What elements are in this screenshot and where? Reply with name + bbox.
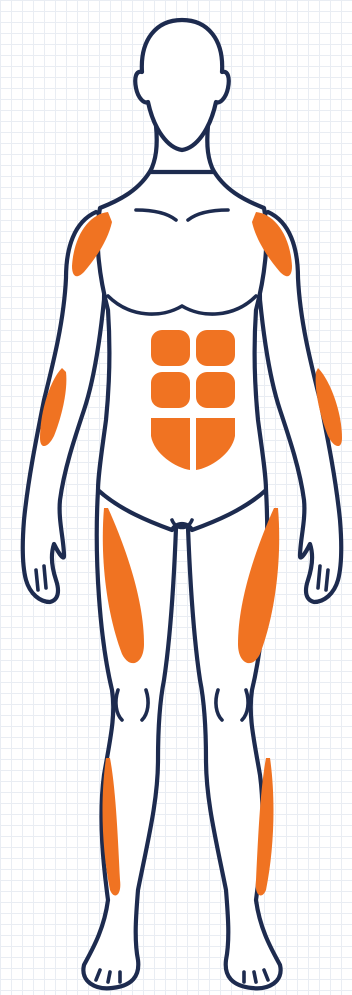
abs-upper-left [151, 330, 190, 366]
abs-middle-left [151, 372, 190, 408]
abs-middle-right [196, 372, 235, 408]
head-outline [135, 20, 229, 150]
abs-upper-right [196, 330, 235, 366]
